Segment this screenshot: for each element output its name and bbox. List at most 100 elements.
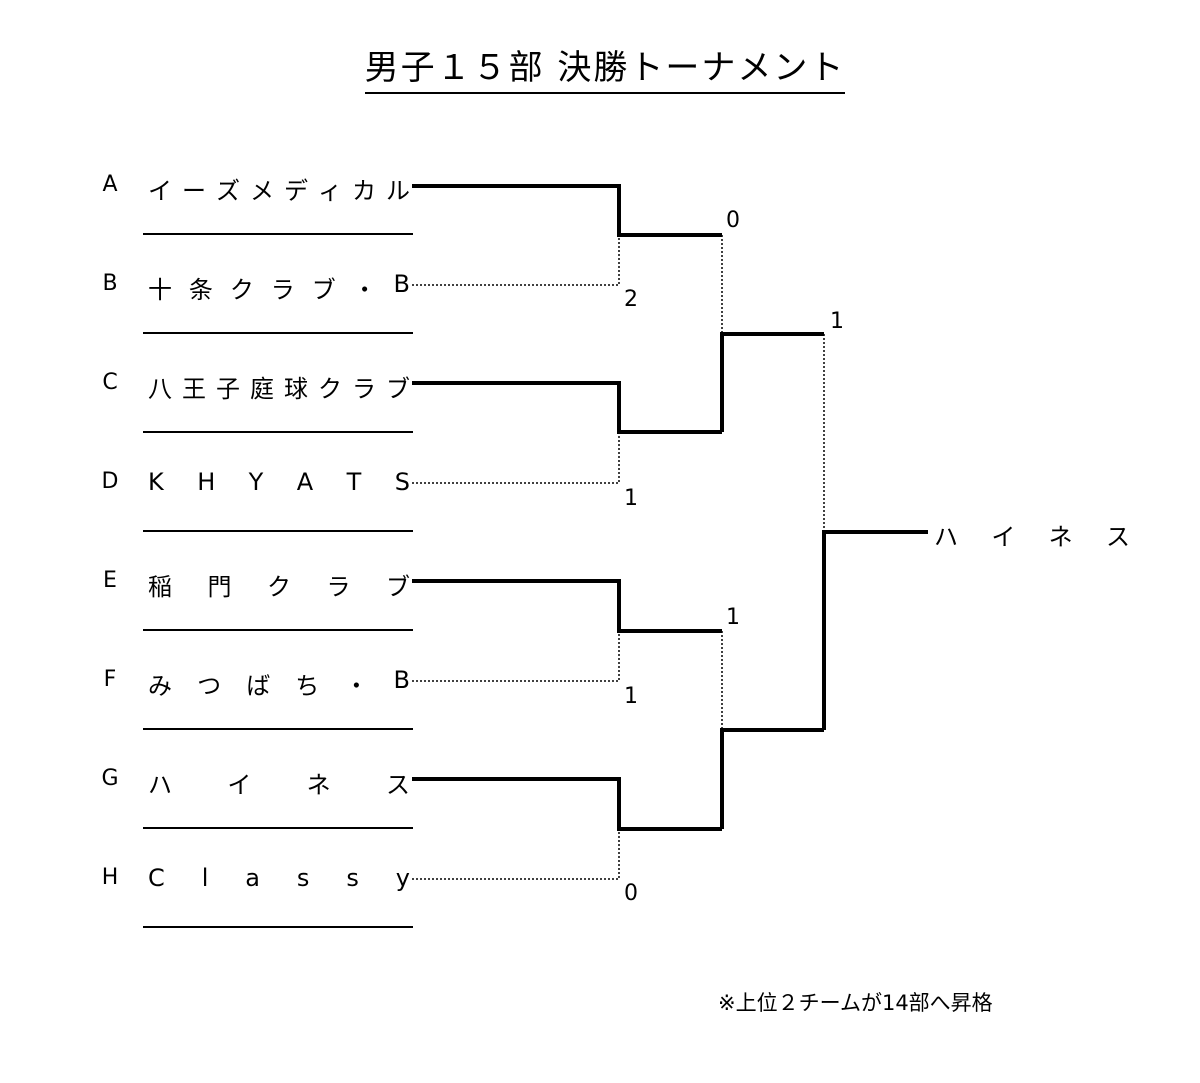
team-name: 十条クラブ・ B <box>148 270 410 305</box>
name-char: ハ <box>934 523 958 551</box>
name-char: ブ <box>311 276 336 304</box>
name-char: ラ <box>326 573 351 601</box>
bracket-line-gh-winner <box>412 777 722 831</box>
name-char: 八 <box>148 375 172 403</box>
bracket-line-cd-winner <box>412 381 722 434</box>
name-char: メ <box>250 177 274 205</box>
seed-label: E <box>103 568 117 593</box>
name-char: T <box>346 468 362 496</box>
bracket-line-sf1-winner <box>720 332 824 432</box>
bracket-line-final-winner <box>822 530 928 730</box>
name-char: A <box>296 468 314 496</box>
bracket-line-ab-loser <box>412 235 620 286</box>
team-name: イーズメディカル <box>148 171 410 206</box>
name-char: B <box>393 666 410 694</box>
name-char: 門 <box>207 573 232 601</box>
score-sf1-loser: 0 <box>726 208 740 233</box>
name-underline <box>143 629 413 631</box>
name-char: ・ <box>344 672 369 700</box>
name-char: ク <box>229 276 254 304</box>
promotion-note: ※上位２チームが14部へ昇格 <box>718 991 993 1015</box>
name-char: ち <box>295 672 320 700</box>
seed-label: B <box>102 271 118 296</box>
name-char: ー <box>182 177 206 205</box>
page-title: 男子１５部 決勝トーナメント <box>0 40 1200 94</box>
name-char: み <box>148 672 172 700</box>
name-char: a <box>245 864 260 892</box>
name-char: s <box>346 864 359 892</box>
name-char: ズ <box>216 177 240 205</box>
name-char: H <box>197 468 216 496</box>
score-final-loser: 1 <box>830 309 844 334</box>
name-underline <box>143 827 413 829</box>
name-char: ハ <box>148 771 172 799</box>
name-char: 庭 <box>250 375 274 403</box>
seed-label: A <box>102 172 118 197</box>
score-gh-loser: 0 <box>624 881 638 906</box>
name-char: ス <box>1105 523 1130 551</box>
name-char: ネ <box>306 771 331 799</box>
name-char: 稲 <box>148 573 172 601</box>
name-char: K <box>148 468 164 496</box>
name-char: 王 <box>182 375 206 403</box>
name-char: 十 <box>148 276 172 304</box>
name-underline <box>143 530 413 532</box>
name-char: 条 <box>188 276 213 304</box>
name-char: S <box>394 468 410 496</box>
name-char: ネ <box>1048 523 1073 551</box>
score-ab-loser: 2 <box>624 287 638 312</box>
bracket-line-ab-winner <box>412 184 722 237</box>
name-char: C <box>148 864 165 892</box>
bracket-line-gh-loser <box>412 829 620 880</box>
name-char: ル <box>386 177 410 205</box>
name-char: ス <box>385 771 410 799</box>
name-char: ラ <box>270 276 295 304</box>
name-char: デ <box>284 177 308 205</box>
bracket-line-cd-loser <box>412 432 620 484</box>
name-char: ク <box>318 375 342 403</box>
score-sf2-loser: 1 <box>726 605 740 630</box>
name-char: Y <box>248 468 264 496</box>
team-name: 稲門クラブ <box>148 567 410 602</box>
seed-label: C <box>102 370 118 395</box>
score-ef-loser: 1 <box>624 684 638 709</box>
name-char: ブ <box>386 573 410 601</box>
name-char: y <box>395 864 410 892</box>
name-underline <box>143 233 413 235</box>
team-name: ハイネス <box>148 765 410 800</box>
name-char: ク <box>267 573 291 601</box>
name-char: ば <box>246 672 271 700</box>
name-underline <box>143 728 413 730</box>
bracket-line-ef-loser <box>412 631 620 682</box>
name-underline <box>143 332 413 334</box>
seed-label: H <box>101 865 119 890</box>
team-name: みつばち・ B <box>148 666 410 701</box>
seed-label: F <box>103 667 117 692</box>
name-char: ラ <box>352 375 376 403</box>
name-char: ・ <box>352 276 377 304</box>
name-underline <box>143 926 413 928</box>
name-char: B <box>393 270 410 298</box>
bracket-line-ef-winner <box>412 579 722 633</box>
name-char: l <box>201 864 209 892</box>
name-char: つ <box>197 672 222 700</box>
seed-label: G <box>101 766 119 791</box>
seed-label: D <box>101 469 119 494</box>
score-cd-loser: 1 <box>624 486 638 511</box>
champion-name: ハイネス <box>934 517 1130 552</box>
name-char: イ <box>227 771 252 799</box>
name-char: ィ <box>318 177 342 205</box>
name-char: ブ <box>386 375 410 403</box>
name-underline <box>143 431 413 433</box>
bracket-line-sf2-winner <box>720 728 824 829</box>
team-name: 八王子庭球クラブ <box>148 369 410 404</box>
name-char: カ <box>352 177 376 205</box>
name-char: イ <box>148 177 172 205</box>
name-char: s <box>296 864 310 892</box>
name-char: 子 <box>216 375 240 403</box>
name-char: 球 <box>284 375 308 403</box>
name-char: イ <box>991 523 1016 551</box>
